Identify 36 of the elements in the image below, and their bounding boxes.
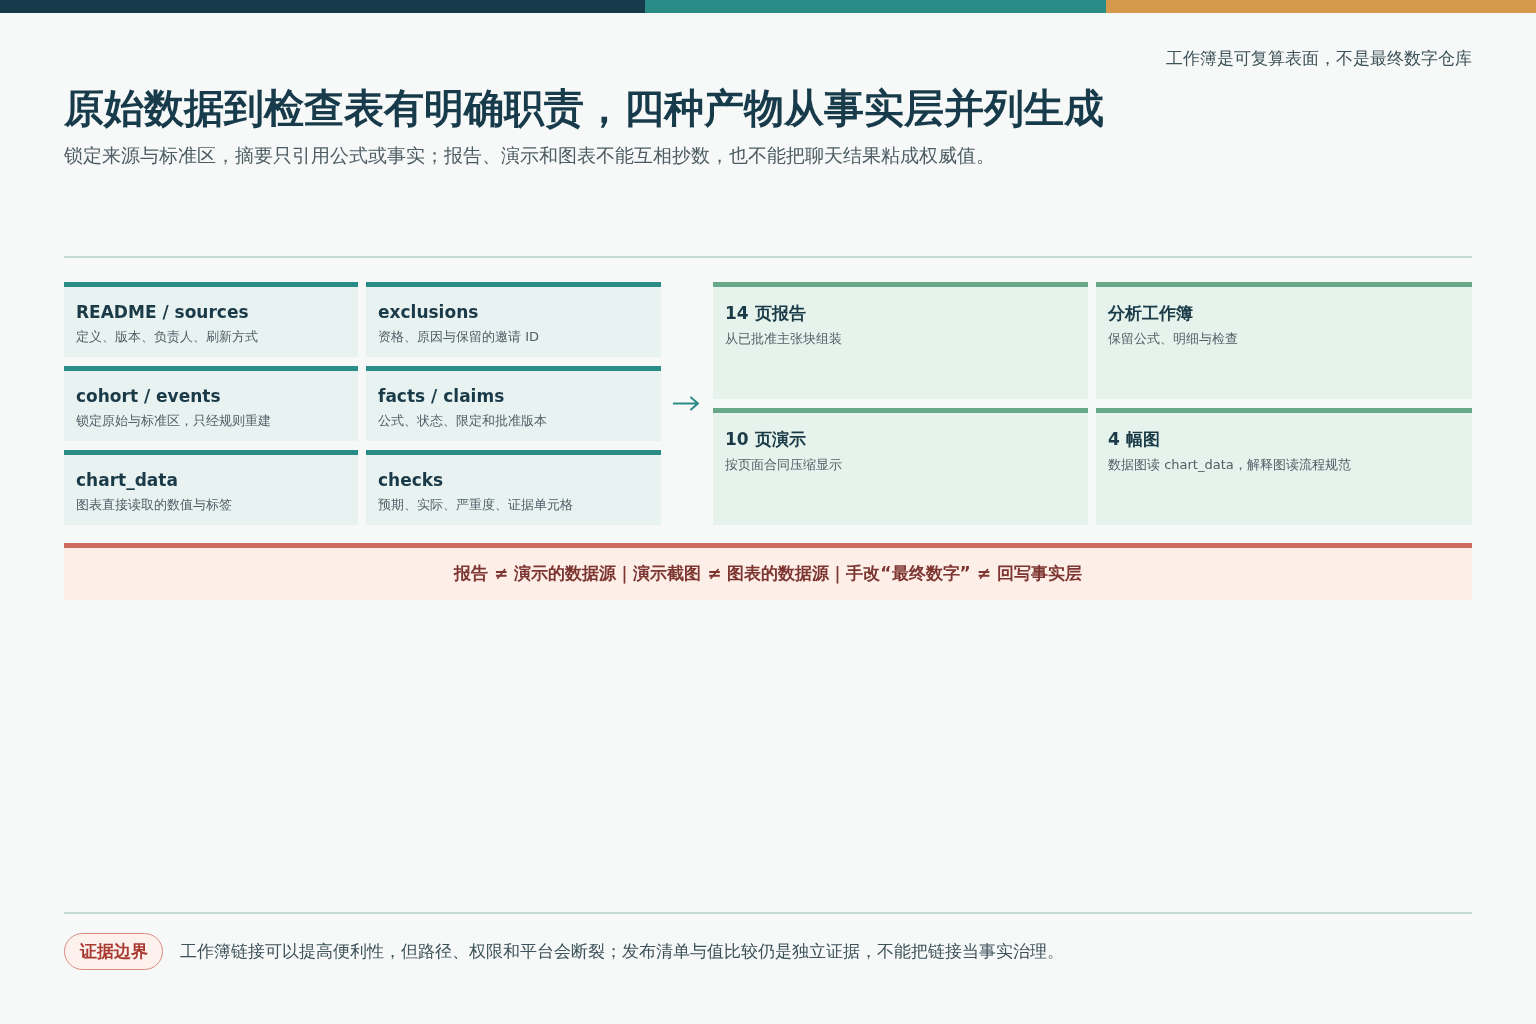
card-title: exclusions	[378, 301, 480, 323]
card-title: 分析工作簿	[1108, 302, 1194, 324]
card-title: cohort / events	[76, 385, 222, 407]
card-description: 预期、实际、严重度、证据单元格	[378, 496, 574, 514]
card-title: 14 页报告	[725, 302, 807, 324]
card-description: 定义、版本、负责人、刷新方式	[76, 328, 259, 346]
source-card	[64, 366, 358, 441]
card-description: 公式、状态、限定和批准版本	[378, 412, 548, 430]
card-title: 10 页演示	[725, 428, 807, 450]
subtitle: 锁定来源与标准区，摘要只引用公式或事实；报告、演示和图表不能互相抄数，也不能把聊天结果粘成权威值。	[64, 143, 995, 168]
card-description: 数据图读 chart_data，解释图读流程规范	[1108, 456, 1352, 474]
output-card	[713, 282, 1088, 399]
evidence-tag: 证据边界	[64, 933, 163, 970]
output-card	[713, 408, 1088, 525]
source-card	[64, 282, 358, 357]
warning-banner: 报告 ≠ 演示的数据源｜演示截图 ≠ 图表的数据源｜手改“最终数字” ≠ 回写事实层	[64, 543, 1472, 600]
source-card	[64, 450, 358, 525]
source-card	[366, 282, 661, 357]
card-title: checks	[378, 469, 445, 491]
output-card	[1096, 408, 1472, 525]
card-description: 锁定原始与标准区，只经规则重建	[76, 412, 272, 430]
card-title: chart_data	[76, 469, 179, 491]
card-title: 4 幅图	[1108, 428, 1161, 450]
source-card	[366, 366, 661, 441]
card-title: README / sources	[76, 301, 250, 323]
page-title: 原始数据到检查表有明确职责，四种产物从事实层并列生成	[64, 84, 1104, 133]
card-title: facts / claims	[378, 385, 506, 407]
card-description: 按页面合同压缩显示	[725, 456, 843, 474]
card-description: 资格、原因与保留的邀请 ID	[378, 328, 540, 346]
note-text: 工作簿链接可以提高便利性，但路径、权限和平台会断裂；发布清单与值比较仍是独立证据，不能把链接当事实治理。	[180, 939, 1064, 963]
card-description: 图表直接读取的数值与标签	[76, 496, 233, 514]
source-card	[366, 450, 661, 525]
card-description: 保留公式、明细与检查	[1108, 330, 1239, 348]
output-card	[1096, 282, 1472, 399]
card-description: 从已批准主张块组装	[725, 330, 843, 348]
header-note: 工作簿是可复算表面，不是最终数字仓库	[1166, 47, 1472, 69]
